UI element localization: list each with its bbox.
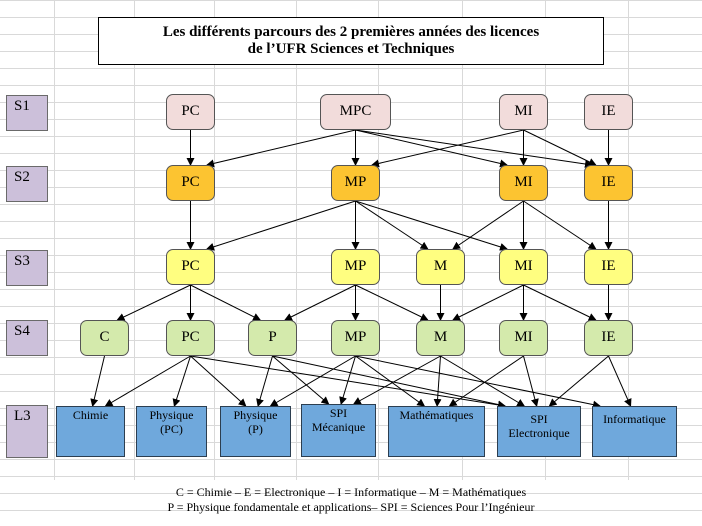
node-s4-c: C bbox=[80, 320, 129, 356]
node-s1-mpc: MPC bbox=[320, 94, 391, 130]
semester-label-s4: S4 bbox=[6, 320, 48, 356]
node-s2-ie: IE bbox=[584, 165, 633, 201]
node-s1-mi: MI bbox=[499, 94, 548, 130]
node-s3-ie: IE bbox=[584, 249, 633, 285]
l3-spi-mecanique: SPI Mécanique bbox=[301, 404, 376, 457]
node-s4-m: M bbox=[416, 320, 465, 356]
l3-physique-pc-line-1: Physique bbox=[149, 408, 194, 422]
l3-mathematiques-line-1: Mathématiques bbox=[399, 408, 474, 422]
node-s3-mp: MP bbox=[331, 249, 380, 285]
l3-spi-electronique: SPI Electronique bbox=[497, 406, 581, 457]
node-s1-pc: PC bbox=[166, 94, 215, 130]
l3-physique-p-line-2: (P) bbox=[248, 421, 263, 436]
semester-label-s1: S1 bbox=[6, 95, 48, 131]
l3-chimie: Chimie bbox=[56, 406, 125, 457]
semester-label-s2: S2 bbox=[6, 166, 48, 202]
l3-informatique-line-1: Informatique bbox=[603, 412, 666, 426]
title-line-2: de l’UFR Sciences et Techniques bbox=[247, 41, 455, 57]
node-s3-m: M bbox=[416, 249, 465, 285]
l3-spi-mecanique-line-2: Mécanique bbox=[311, 419, 366, 434]
legend-line-2: P = Physique fondamentale et application… bbox=[167, 500, 535, 514]
l3-physique-pc: Physique (PC) bbox=[136, 406, 207, 457]
l3-mathematiques: Mathématiques bbox=[388, 406, 485, 457]
diagram-title: Les différents parcours des 2 premières … bbox=[98, 17, 604, 65]
legend-line-1: C = Chimie – E = Electronique – I = Info… bbox=[175, 485, 527, 499]
node-s2-pc: PC bbox=[166, 165, 215, 201]
semester-label-l3: L3 bbox=[6, 405, 48, 458]
node-s4-pc: PC bbox=[166, 320, 215, 356]
node-s4-ie: IE bbox=[584, 320, 633, 356]
l3-physique-p-line-1: Physique bbox=[233, 408, 278, 422]
node-s4-p: P bbox=[248, 320, 297, 356]
l3-physique-p: Physique (P) bbox=[220, 406, 291, 457]
node-s3-pc: PC bbox=[166, 249, 215, 285]
semester-label-s3: S3 bbox=[6, 250, 48, 286]
l3-informatique: Informatique bbox=[592, 406, 677, 457]
node-s2-mi: MI bbox=[499, 165, 548, 201]
l3-spi-electronique-line-1: SPI bbox=[530, 412, 548, 426]
node-s3-mi: MI bbox=[499, 249, 548, 285]
l3-physique-pc-line-2: (PC) bbox=[160, 421, 183, 436]
node-s4-mi: MI bbox=[499, 320, 548, 356]
title-line-1: Les différents parcours des 2 premières … bbox=[162, 23, 540, 40]
l3-spi-electronique-line-2: Electronique bbox=[508, 425, 570, 440]
node-s2-mp: MP bbox=[331, 165, 380, 201]
l3-spi-mecanique-line-1: SPI bbox=[329, 406, 348, 420]
node-s4-mp: MP bbox=[331, 320, 380, 356]
node-s1-ie: IE bbox=[584, 94, 633, 130]
l3-chimie-line-1: Chimie bbox=[72, 408, 109, 422]
